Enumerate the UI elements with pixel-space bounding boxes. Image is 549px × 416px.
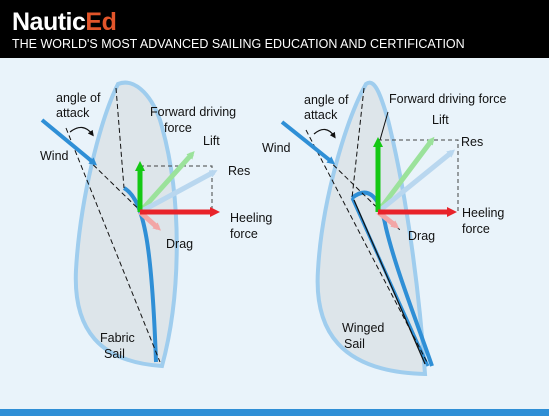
mast-line <box>351 87 365 199</box>
force-parallelogram <box>378 139 459 212</box>
heeling-force-label-line2: force <box>462 222 490 236</box>
drag-label: Drag <box>408 229 435 243</box>
heeling-force-label-line2: force <box>230 227 258 241</box>
bottom-accent-bar <box>0 409 549 416</box>
chord-line <box>65 127 161 363</box>
drag-label: Drag <box>166 237 193 251</box>
tagline: THE WORLD'S MOST ADVANCED SAILING EDUCAT… <box>12 37 465 51</box>
wind-arrow <box>280 120 336 165</box>
sail-type-label-line2: Sail <box>344 337 365 351</box>
forward-force-label-line1: Forward driving <box>150 105 236 119</box>
header-bar: NauticEd THE WORLD'S MOST ADVANCED SAILI… <box>0 0 549 58</box>
angle-of-attack-arc <box>69 126 94 137</box>
angle-of-attack-arc <box>313 128 336 139</box>
sail-type-label-line1: Winged <box>342 321 384 335</box>
brand-accent: Ed <box>85 8 117 36</box>
sail-type-label-line1: Fabric <box>100 331 135 345</box>
wind-label: Wind <box>262 141 291 155</box>
forward-force-label: Forward driving force <box>389 92 506 106</box>
res-label: Res <box>228 164 250 178</box>
resultant-arrow <box>138 169 218 215</box>
wind-arrow <box>40 118 98 166</box>
lift-arrow <box>138 151 195 214</box>
heeling-force-label-line1: Heeling <box>462 206 504 220</box>
forward-label-leader <box>379 111 389 141</box>
chord-line <box>305 129 429 365</box>
force-parallelogram <box>140 165 213 212</box>
lift-arrow <box>376 136 435 214</box>
brand-logo: NauticEd <box>12 8 117 36</box>
forward-force-label-line2: force <box>164 121 192 135</box>
brand-name: Nautic <box>12 8 86 36</box>
heeling-force-label-line1: Heeling <box>230 211 272 225</box>
sail-type-label-line2: Sail <box>104 347 125 361</box>
res-label: Res <box>461 135 483 149</box>
lift-label: Lift <box>203 134 220 148</box>
fabric-sail-edge <box>122 186 158 363</box>
winged-sail-edge <box>350 190 434 367</box>
wind-label: Wind <box>40 149 69 163</box>
drag-arrow <box>138 210 161 231</box>
fabric-sail-shape <box>73 80 179 369</box>
lift-label: Lift <box>432 113 449 127</box>
winged-leading-inner <box>353 199 426 365</box>
resultant-arrow <box>376 149 456 214</box>
mast-line <box>115 87 125 189</box>
